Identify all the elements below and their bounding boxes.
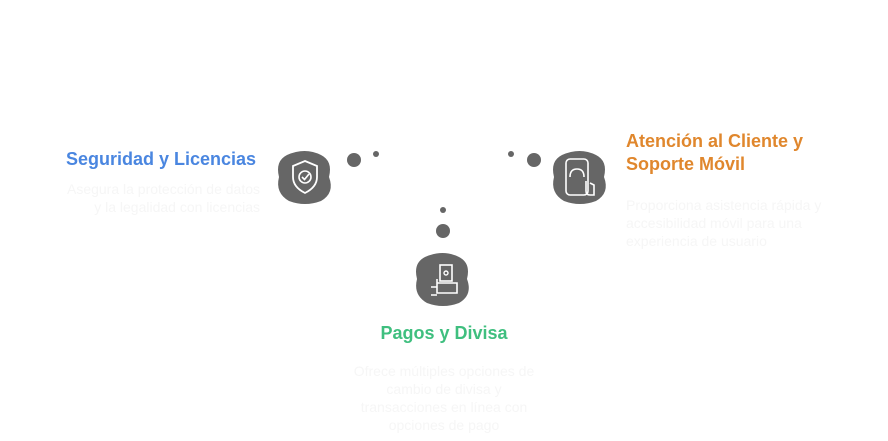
connector-dot <box>440 207 446 213</box>
phone-headset-icon <box>553 151 606 204</box>
payments-title: Pagos y Divisa <box>380 323 508 343</box>
connector-dot <box>373 151 379 157</box>
support-description: Proporciona asistencia rápida y accesibi… <box>626 197 822 249</box>
payments-description: Ofrece múltiples opciones de cambio de d… <box>353 363 535 433</box>
hand-money-icon <box>416 253 469 306</box>
shield-check-icon <box>278 151 331 204</box>
connector-dot <box>508 151 514 157</box>
support-title: Atención al Cliente y Soporte Móvil <box>626 131 804 174</box>
connector-dot <box>347 153 361 167</box>
security-title: Seguridad y Licencias <box>66 149 257 169</box>
connector-dot <box>436 224 450 238</box>
connector-dot <box>527 153 541 167</box>
security-description: Asegura la protección de datos y la lega… <box>66 181 260 215</box>
